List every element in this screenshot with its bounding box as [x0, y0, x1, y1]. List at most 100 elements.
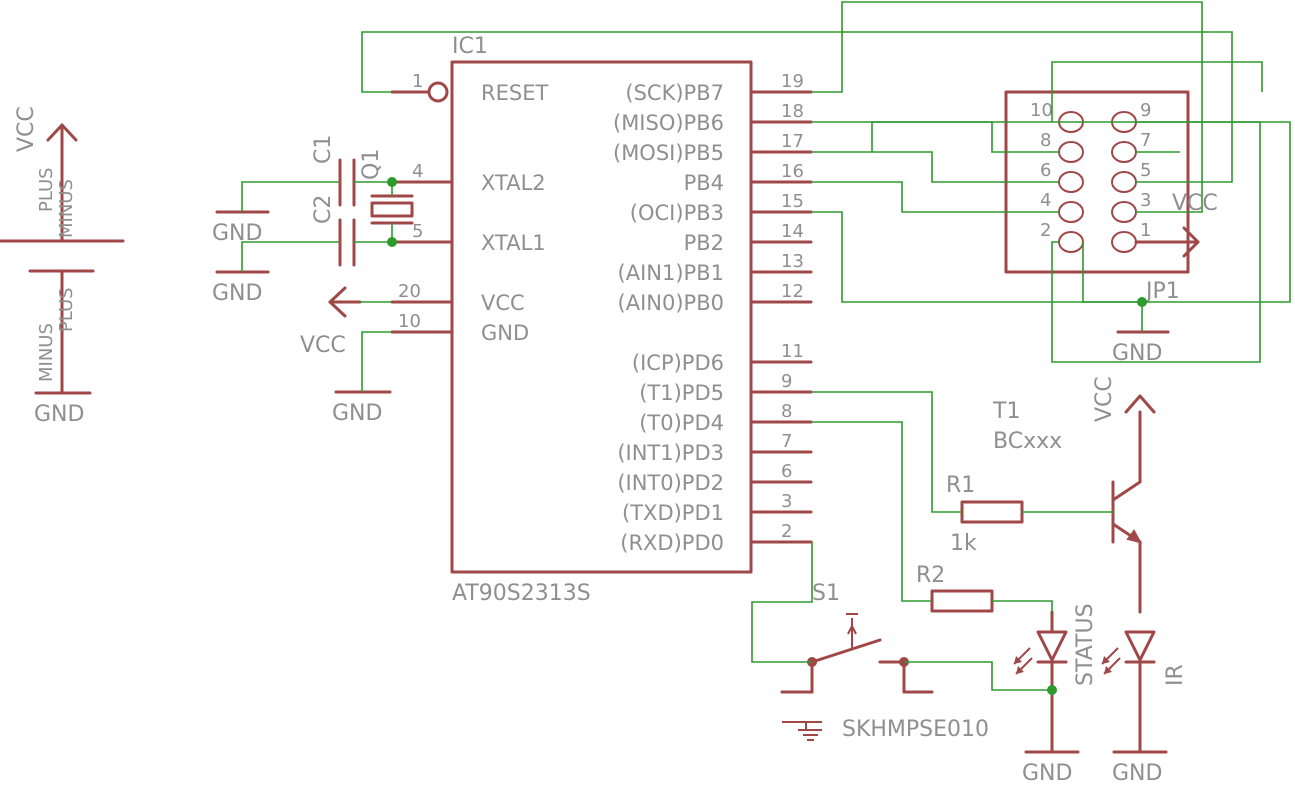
supply-vcc-label: VCC: [14, 106, 39, 152]
gnd-status: GND: [1022, 688, 1080, 786]
ic1-pin-pd2: (INT0)PD2: [617, 471, 724, 495]
led-ir-label: IR: [1163, 664, 1188, 686]
t1-label: T1: [992, 399, 1020, 424]
gnd-c2-label: GND: [212, 281, 262, 306]
ic1-pin-pd1: (TXD)PD1: [622, 501, 724, 525]
transistor-t1: T1 BCxxx: [992, 394, 1156, 614]
resistor-r2: R2: [916, 563, 994, 613]
capacitor-c1: C1: [311, 135, 356, 207]
jp1-pin-4: 4: [1040, 190, 1051, 211]
switch-s1: S1 SKHMPSE010: [780, 581, 989, 742]
jp1-pin-2: 2: [1040, 220, 1051, 241]
ic1-pin-num-14: 14: [781, 221, 804, 242]
gnd-status-label: GND: [1022, 761, 1072, 786]
ic1-part: AT90S2313S: [452, 581, 591, 606]
ic1-pin-num-6: 6: [781, 461, 792, 482]
led-status: STATUS: [1013, 603, 1098, 692]
ic1-pin-num-2: 2: [781, 521, 792, 542]
r1-label: R1: [946, 473, 975, 498]
gnd-c2: GND: [212, 270, 270, 306]
ic1-pin-num-9: 9: [781, 371, 792, 392]
gnd-header: GND: [1112, 330, 1170, 366]
ic1-pin-pb3: (OCI)PB3: [630, 201, 724, 225]
ic1-pin-pb1: (AIN1)PB1: [618, 261, 724, 285]
jp1-pin-10: 10: [1030, 100, 1053, 121]
ic1-pin-pd3: (INT1)PD3: [617, 441, 724, 465]
ic1-pin-pb2: PB2: [684, 231, 724, 255]
ic1-pin-num-15: 15: [781, 191, 804, 212]
ground-icon: [782, 721, 822, 741]
ic1-pin-num-5: 5: [412, 221, 423, 242]
ic1-pin-num-17: 17: [781, 131, 804, 152]
power-supply-symbol: VCC PLUS MINUS PLUS MINUS GND: [0, 106, 125, 427]
supply-plus-label: PLUS: [36, 167, 57, 212]
ic1-pin-xtal1: XTAL1: [481, 231, 546, 255]
gnd-ic: GND: [332, 390, 392, 426]
ic1-pin-pb7: (SCK)PB7: [625, 81, 724, 105]
c2-label: C2: [311, 195, 336, 224]
resistor-r1: R1 1k: [946, 473, 1024, 556]
crystal-q1: Q1: [359, 149, 414, 225]
ic1-pin-num-16: 16: [781, 161, 804, 182]
jp1-pin-8: 8: [1040, 130, 1051, 151]
junctions: [387, 177, 1147, 695]
vcc-ic-label: VCC: [300, 333, 346, 358]
ic1-pin-num-1: 1: [412, 71, 423, 92]
ic1-pin-pd6: (ICP)PD6: [632, 351, 724, 375]
ic1: IC1 AT90S2313S 1 4 5 20 10 RESET XTAL2 X…: [390, 34, 813, 606]
jp1-label: JP1: [1144, 279, 1180, 304]
ic1-name: IC1: [452, 34, 488, 59]
jp1-pin-1: 1: [1140, 220, 1151, 241]
ic1-pin-num-19: 19: [781, 71, 804, 92]
ic1-pin-num-7: 7: [781, 431, 792, 452]
jp1-pin-5: 5: [1140, 160, 1151, 181]
gnd-ic-label: GND: [332, 401, 382, 426]
ic1-pin-num-12: 12: [781, 281, 804, 302]
ic1-pin-pd5: (T1)PD5: [639, 381, 724, 405]
supply-minus-label-2: MINUS: [36, 323, 57, 382]
ic1-pin-num-3: 3: [781, 491, 792, 512]
ic1-pin-pb4: PB4: [684, 171, 724, 195]
supply-plus-label-2: PLUS: [56, 287, 77, 332]
jp1-pin-6: 6: [1040, 160, 1051, 181]
jp1-pin-9: 9: [1140, 100, 1151, 121]
jp1-pin-3: 3: [1140, 190, 1151, 211]
ic1-pin-reset: RESET: [481, 81, 548, 105]
supply-minus-label: MINUS: [56, 179, 77, 238]
ic1-pin-pb5: (MOSI)PB5: [613, 141, 724, 165]
header-jp1: 10 8 6 4 2 9 7 5 3 1 JP1: [1004, 90, 1190, 304]
c1-label: C1: [311, 135, 336, 164]
vcc-t1-label: VCC: [1092, 376, 1117, 422]
ic1-pin-pd0: (RXD)PD0: [620, 531, 724, 555]
ic1-pin-num-8: 8: [781, 401, 792, 422]
r2-label: R2: [916, 563, 945, 588]
vcc-arrow-header: [1134, 226, 1200, 258]
s1-label: S1: [812, 581, 840, 606]
ic1-pin-num-18: 18: [781, 101, 804, 122]
ic1-pin-gnd: GND: [481, 321, 529, 345]
supply-gnd-label: GND: [34, 402, 84, 427]
q1-label: Q1: [359, 149, 384, 180]
ic1-pin-num-20: 20: [398, 281, 421, 302]
ic1-pin-pd4: (T0)PD4: [639, 411, 724, 435]
ic1-pin-pb0: (AIN0)PB0: [618, 291, 724, 315]
r1-value: 1k: [950, 531, 977, 556]
led-ir: IR: [1101, 630, 1188, 754]
wires: [241, 1, 1291, 691]
s1-part: SKHMPSE010: [842, 717, 989, 742]
ic1-pin-num-4: 4: [412, 161, 423, 182]
jp1-pin-7: 7: [1140, 130, 1151, 151]
capacitor-c2: C2: [311, 195, 356, 267]
ic1-pin-num-11: 11: [781, 341, 804, 362]
gnd-ir: GND: [1112, 750, 1168, 786]
ic1-pin-vcc: VCC: [481, 291, 525, 315]
ic1-pin-num-10: 10: [398, 311, 421, 332]
vcc-arrow-ic: [328, 286, 362, 318]
ic1-pin-pb6: (MISO)PB6: [613, 111, 724, 135]
ic1-pin-num-13: 13: [781, 251, 804, 272]
t1-value: BCxxx: [993, 429, 1062, 454]
ic1-pin-xtal2: XTAL2: [481, 171, 546, 195]
gnd-ir-label: GND: [1112, 761, 1162, 786]
led-status-label: STATUS: [1073, 603, 1098, 686]
